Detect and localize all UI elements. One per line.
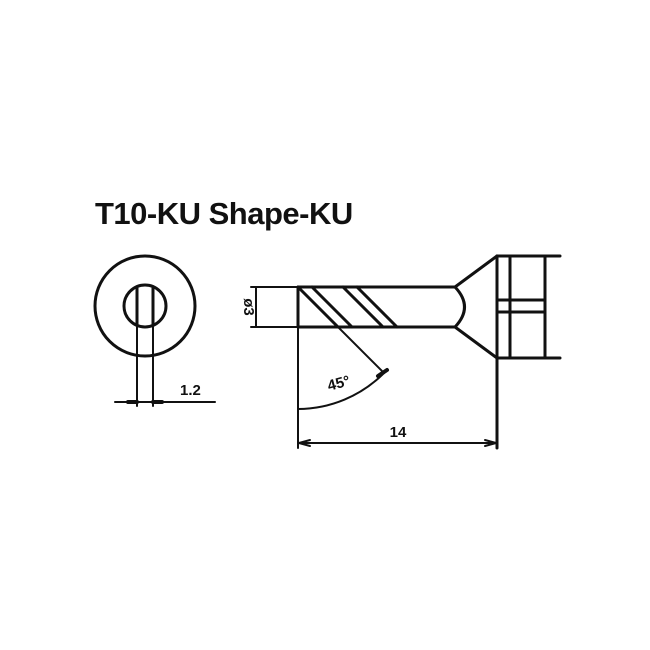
dimension-arrow	[298, 442, 311, 447]
dimension-arrow	[484, 442, 497, 447]
flat-width-label: 1.2	[180, 382, 201, 399]
tip-shaft	[296, 285, 466, 329]
angle-label: 45°	[326, 373, 352, 395]
tip-outer-circle	[93, 254, 197, 358]
dimension-arrow	[376, 368, 389, 378]
tip-inner-circle	[122, 283, 168, 329]
cone-edge	[453, 325, 499, 360]
cone-edge	[453, 254, 499, 289]
tip-title: T10-KU Shape-KU	[95, 196, 353, 231]
angle-ray-line	[297, 286, 385, 374]
side-view	[250, 254, 562, 450]
angle-arc	[297, 372, 385, 410]
bevel-line	[341, 285, 385, 329]
bevel-line	[355, 285, 399, 329]
bevel-line	[310, 285, 354, 329]
diameter-label: ø3	[240, 298, 257, 316]
length-label: 14	[390, 424, 407, 441]
end-view	[93, 254, 216, 407]
